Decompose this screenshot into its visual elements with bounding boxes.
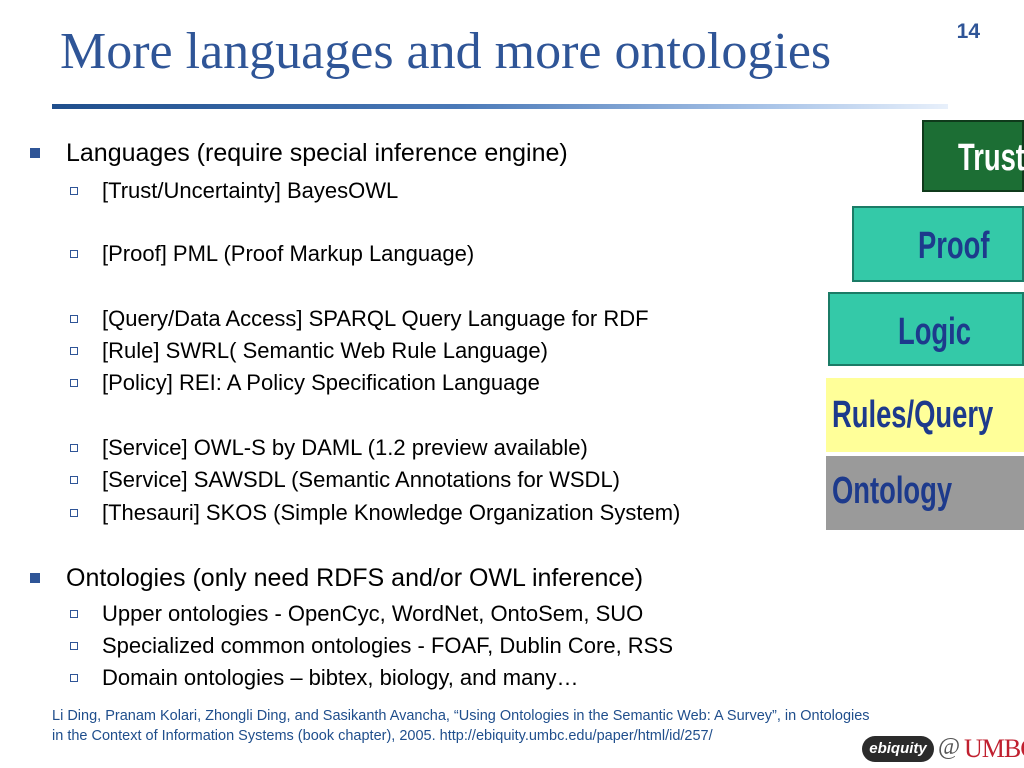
ebiquity-logo: ebiquity xyxy=(862,736,934,762)
layer-ontology: Ontology xyxy=(826,456,1024,530)
hollow-square-bullet-icon xyxy=(70,315,78,323)
sub-bullet-text: Upper ontologies - OpenCyc, WordNet, Ont… xyxy=(102,601,644,626)
sub-bullet-text: [Proof] PML (Proof Markup Language) xyxy=(102,241,475,266)
slide-title: More languages and more ontologies xyxy=(60,23,832,80)
sub-bullet: [Service] SAWSDL (Semantic Annotations f… xyxy=(70,467,620,493)
bullet-languages: Languages (require special inference eng… xyxy=(30,139,568,168)
sub-bullet-text: [Service] SAWSDL (Semantic Annotations f… xyxy=(102,467,620,492)
hollow-square-bullet-icon xyxy=(70,347,78,355)
hollow-square-bullet-icon xyxy=(70,674,78,682)
hollow-square-bullet-icon xyxy=(70,610,78,618)
sub-bullet-text: [Service] OWL-S by DAML (1.2 preview ava… xyxy=(102,435,588,460)
sub-bullet-text: Specialized common ontologies - FOAF, Du… xyxy=(102,633,674,658)
square-bullet-icon xyxy=(30,148,40,158)
slide-number: 14 xyxy=(956,20,980,43)
bullet-ontologies: Ontologies (only need RDFS and/or OWL in… xyxy=(30,564,644,593)
bullet-text: Languages (require special inference eng… xyxy=(66,139,568,167)
hollow-square-bullet-icon xyxy=(70,444,78,452)
sub-bullet-text: [Rule] SWRL( Semantic Web Rule Language) xyxy=(102,338,548,363)
layer-trust: Trust xyxy=(922,120,1024,192)
footer-logos: ebiquity @ UMBC xyxy=(862,734,1024,766)
sub-bullet-text: Domain ontologies – bibtex, biology, and… xyxy=(102,665,579,690)
sub-bullet-text: [Trust/Uncertainty] BayesOWL xyxy=(102,178,399,203)
sub-bullet: Upper ontologies - OpenCyc, WordNet, Ont… xyxy=(70,601,644,627)
sub-bullet: [Trust/Uncertainty] BayesOWL xyxy=(70,178,399,204)
square-bullet-icon xyxy=(30,573,40,583)
sub-bullet-text: [Thesauri] SKOS (Simple Knowledge Organi… xyxy=(102,500,681,525)
bullet-text: Ontologies (only need RDFS and/or OWL in… xyxy=(66,564,644,592)
layer-rules-query: Rules/Query xyxy=(826,378,1024,452)
hollow-square-bullet-icon xyxy=(70,187,78,195)
layer-label: Logic xyxy=(898,311,971,353)
sub-bullet: [Thesauri] SKOS (Simple Knowledge Organi… xyxy=(70,500,681,526)
layer-logic: Logic xyxy=(828,292,1024,366)
citation-line: in the Context of Information Systems (b… xyxy=(52,728,713,744)
sub-bullet-text: [Policy] REI: A Policy Specification Lan… xyxy=(102,370,540,395)
layer-label: Proof xyxy=(918,225,990,267)
sub-bullet: [Service] OWL-S by DAML (1.2 preview ava… xyxy=(70,435,588,461)
title-underline xyxy=(52,104,948,109)
layer-proof: Proof xyxy=(852,206,1024,282)
at-sign: @ xyxy=(938,734,961,760)
layer-label: Rules/Query xyxy=(832,394,994,436)
sub-bullet: [Query/Data Access] SPARQL Query Languag… xyxy=(70,306,649,332)
sub-bullet: Specialized common ontologies - FOAF, Du… xyxy=(70,633,674,659)
hollow-square-bullet-icon xyxy=(70,379,78,387)
citation-line: Li Ding, Pranam Kolari, Zhongli Ding, an… xyxy=(52,708,870,724)
sub-bullet: [Rule] SWRL( Semantic Web Rule Language) xyxy=(70,338,548,364)
hollow-square-bullet-icon xyxy=(70,250,78,258)
sub-bullet: [Policy] REI: A Policy Specification Lan… xyxy=(70,370,540,396)
layer-label: Trust xyxy=(958,137,1024,179)
hollow-square-bullet-icon xyxy=(70,476,78,484)
sub-bullet: Domain ontologies – bibtex, biology, and… xyxy=(70,665,579,691)
hollow-square-bullet-icon xyxy=(70,642,78,650)
layer-label: Ontology xyxy=(832,470,953,512)
sub-bullet-text: [Query/Data Access] SPARQL Query Languag… xyxy=(102,306,649,331)
semantic-web-layer-stack: Trust Proof Logic Rules/Query Ontology xyxy=(826,118,1024,530)
hollow-square-bullet-icon xyxy=(70,509,78,517)
citation: Li Ding, Pranam Kolari, Zhongli Ding, an… xyxy=(52,706,1022,746)
sub-bullet: [Proof] PML (Proof Markup Language) xyxy=(70,241,475,267)
umbc-logo: UMBC xyxy=(964,734,1024,763)
